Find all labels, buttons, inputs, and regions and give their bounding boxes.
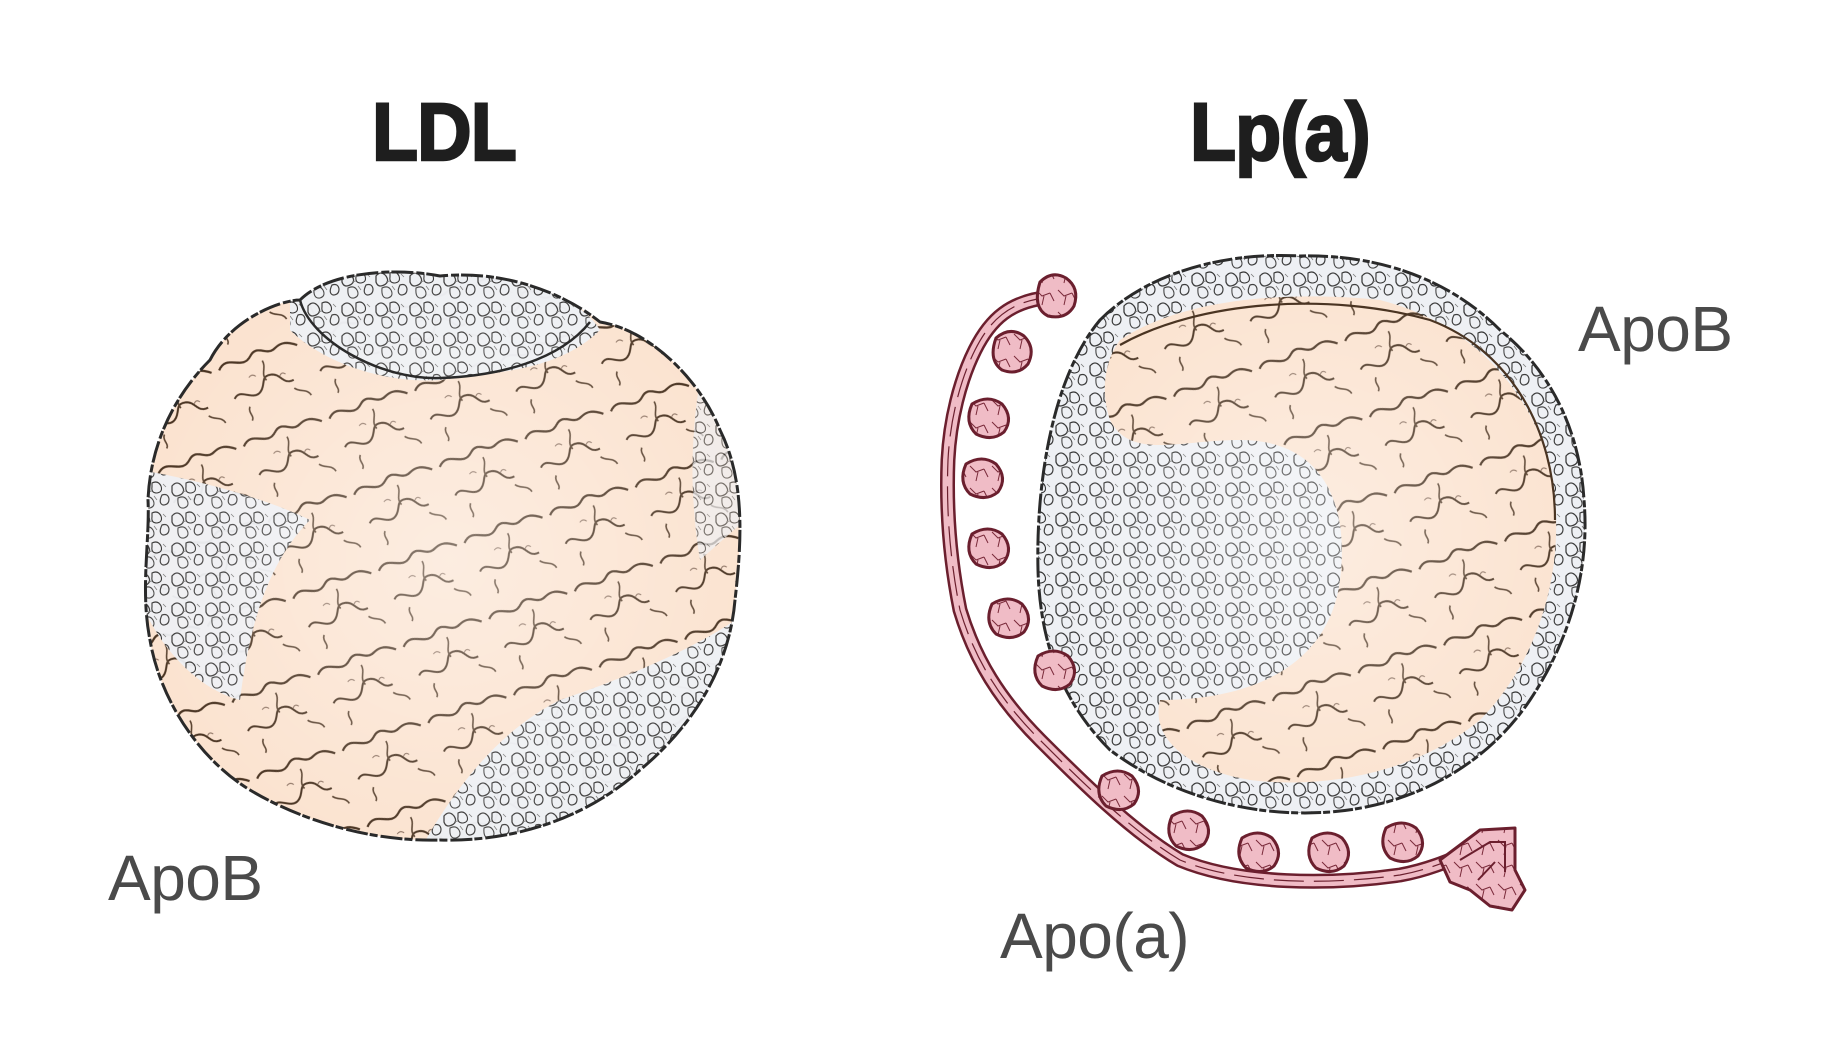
protease-domain (1438, 826, 1527, 912)
kringle-5 (967, 527, 1010, 569)
lpa-apoa-label: Apo(a) (1000, 900, 1190, 972)
lpa-apob-label: ApoB (1578, 293, 1733, 365)
kringle-2 (991, 330, 1033, 374)
kringle-8 (1097, 769, 1140, 811)
kringle-6 (987, 597, 1030, 639)
kringle-4 (961, 457, 1004, 499)
kringle-7 (1033, 649, 1076, 691)
kringle-9 (1167, 809, 1210, 851)
apoa-chain (940, 273, 1527, 912)
ldl-particle (143, 270, 742, 842)
kringle-12 (1381, 821, 1424, 863)
ldl-title: LDL (371, 87, 518, 178)
lpa-title: Lp(a) (1189, 87, 1372, 178)
kringle-3 (967, 397, 1010, 439)
lpa-particle (1036, 253, 1587, 815)
kringle-10 (1237, 831, 1280, 873)
kringle-1 (1035, 273, 1078, 319)
kringle-11 (1307, 831, 1350, 873)
ldl-apob-label: ApoB (108, 842, 263, 914)
